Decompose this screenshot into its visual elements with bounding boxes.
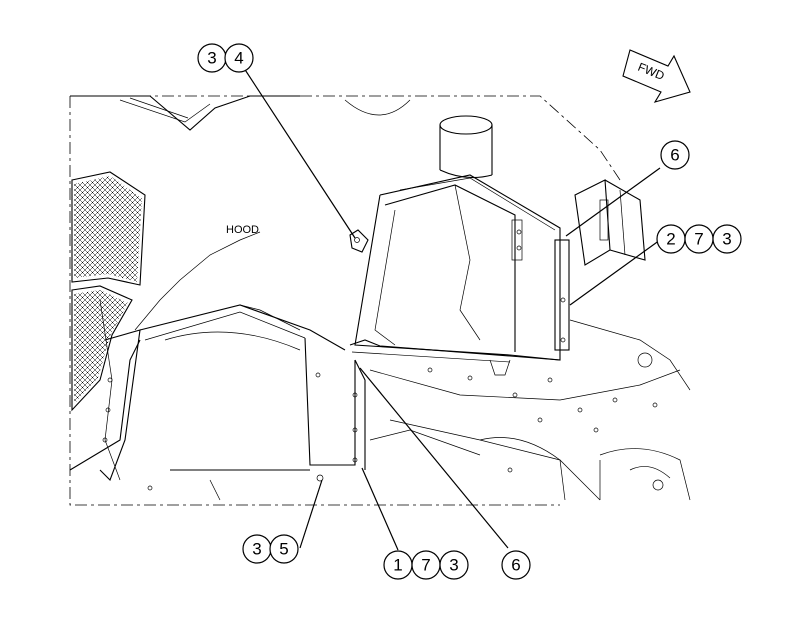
hood [69,95,411,481]
callout-3-4: 3 4 [197,43,254,73]
callout-digit: 7 [694,230,703,249]
hood-latch [349,229,369,253]
callout-digit: 3 [722,230,731,249]
rear-bracket [574,179,646,266]
view-boundary [69,95,621,506]
callout-digit: 6 [511,556,520,575]
callout-6-top: 6 [660,140,690,170]
callout-2-7-3: 2 7 3 [656,224,742,254]
callout-digit: 3 [449,556,458,575]
callout-digit: 6 [670,146,679,165]
callout-3-5: 3 5 [242,534,299,564]
callout-1-7-3: 1 7 3 [383,550,469,580]
lower-side-panel [99,304,366,481]
hood-label: HOOD [226,224,259,236]
chassis-frame [147,319,691,501]
callout-digit: 3 [252,540,261,559]
exhaust-stack-icon [439,115,493,179]
callout-digit: 2 [666,230,675,249]
callout-digit: 1 [393,556,402,575]
callout-digit: 5 [279,540,288,559]
grille-mesh-icon [71,171,146,412]
callout-digit: 4 [234,49,243,68]
callout-digit: 3 [207,49,216,68]
callout-6-bottom: 6 [501,550,531,580]
upper-cover-panel [349,174,570,376]
forward-direction-arrow-icon: FWD [622,49,691,103]
leader-lines [239,61,661,551]
callout-digit: 7 [421,556,430,575]
